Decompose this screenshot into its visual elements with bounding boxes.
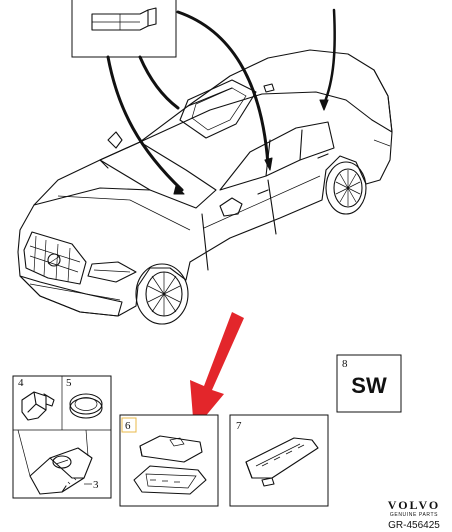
car-illustration: [17, 49, 393, 325]
leader-lines: [106, 8, 336, 195]
parts-group-3-4-5: 4 5 3: [12, 375, 112, 499]
key-fob-part: [17, 429, 93, 495]
brand-name: VOLVO: [388, 498, 440, 512]
sw-software-label: SW: [351, 373, 387, 398]
callout-4: 4: [18, 377, 24, 389]
reference-number: GR-456425: [388, 520, 440, 531]
brand-block: VOLVO GENUINE PARTS GR-456425: [388, 498, 440, 531]
part-8-box: 8 SW: [336, 354, 402, 413]
top-detail-inset: [71, 0, 177, 58]
callout-8: 8: [342, 358, 348, 370]
battery-holder-part: [21, 391, 55, 421]
red-pointer-arrow: [190, 312, 244, 430]
part-6-box: 6: [119, 414, 219, 507]
coin-battery-part: [69, 393, 103, 419]
brand-tagline: GENUINE PARTS: [390, 512, 438, 518]
part-7-box: 7: [229, 414, 329, 507]
callout-7: 7: [236, 420, 242, 432]
callout-6: 6: [125, 420, 131, 432]
callout-5: 5: [66, 377, 72, 389]
callout-3: 3: [93, 479, 99, 491]
